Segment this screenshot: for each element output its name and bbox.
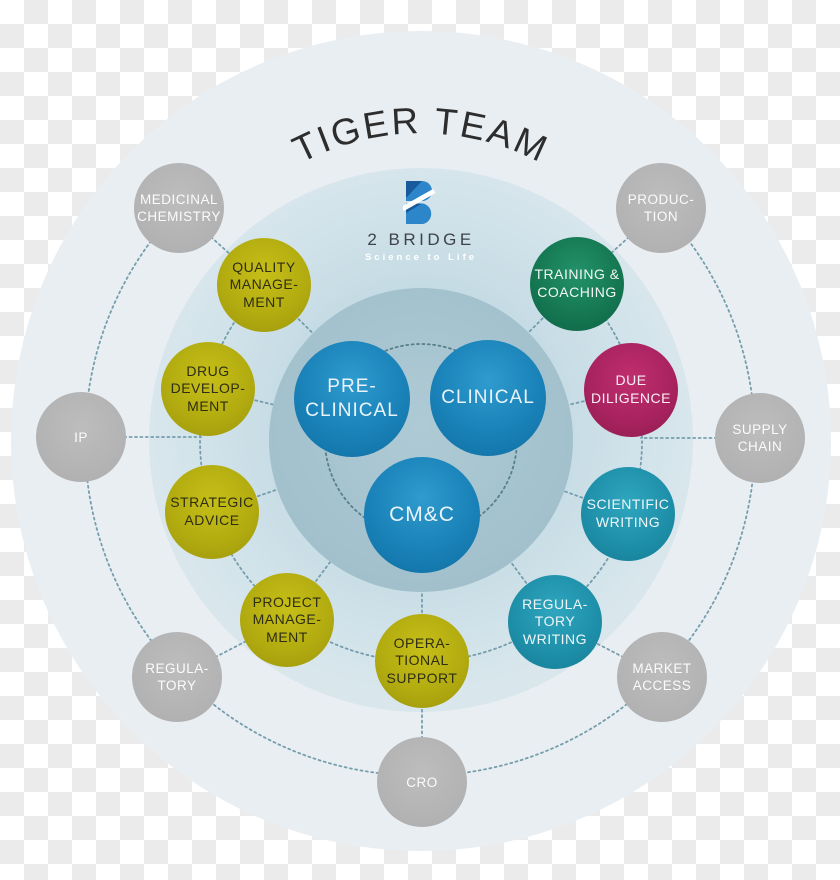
context-circle-supply-chain: SUPPLY CHAIN xyxy=(715,393,805,483)
context-label: CRO xyxy=(406,774,438,790)
service-circle-strategic-advice: STRATEGIC ADVICE xyxy=(165,465,259,559)
2bridge-b-icon xyxy=(403,181,436,224)
context-circle-market-access: MARKET ACCESS xyxy=(617,632,707,722)
context-label: MARKET ACCESS xyxy=(632,661,692,693)
core-label: CM&C xyxy=(389,502,455,526)
service-label: SCIENTIFIC WRITING xyxy=(586,496,670,530)
service-circle-quality-management: QUALITY MANAGE- MENT xyxy=(217,238,311,332)
service-label: DRUG DEVELOP- MENT xyxy=(170,362,246,414)
context-label: PRODUC- TION xyxy=(627,192,695,224)
context-label: MEDICINAL CHEMISTRY xyxy=(137,192,221,224)
service-label: PROJECT MANAGE- MENT xyxy=(252,593,322,645)
service-circle-drug-development: DRUG DEVELOP- MENT xyxy=(161,342,255,436)
service-label: OPERA- TIONAL SUPPORT xyxy=(386,634,458,686)
service-circle-operational-support: OPERA- TIONAL SUPPORT xyxy=(375,614,469,708)
core-circle-clinical: CLINICAL xyxy=(430,340,546,456)
context-circle-cro: CRO xyxy=(377,737,467,827)
service-label: REGULA- TORY WRITING xyxy=(522,595,588,647)
service-circle-project-management: PROJECT MANAGE- MENT xyxy=(240,573,334,667)
core-label: PRE- CLINICAL xyxy=(305,376,399,421)
service-circle-training-coaching: TRAINING & COACHING xyxy=(530,237,624,331)
service-label: DUE DILIGENCE xyxy=(591,372,671,406)
core-circle-cmc: CM&C xyxy=(364,457,480,573)
core-circle-pre-clinical: PRE- CLINICAL xyxy=(294,341,410,457)
context-circle-production: PRODUC- TION xyxy=(616,163,706,253)
service-label: STRATEGIC ADVICE xyxy=(170,494,254,528)
context-circle-regulatory: REGULA- TORY xyxy=(132,632,222,722)
core-label: CLINICAL xyxy=(441,387,535,409)
service-circle-due-diligence: DUE DILIGENCE xyxy=(584,343,678,437)
context-label: IP xyxy=(74,429,88,445)
service-circle-regulatory-writing: REGULA- TORY WRITING xyxy=(508,575,602,669)
context-label: REGULA- TORY xyxy=(145,661,209,693)
service-label: TRAINING & COACHING xyxy=(534,266,620,300)
service-label: QUALITY MANAGE- MENT xyxy=(229,258,299,310)
context-circle-medicinal-chemistry: MEDICINAL CHEMISTRY xyxy=(134,163,224,253)
context-circle-ip: IP xyxy=(36,392,126,482)
context-label: SUPPLY CHAIN xyxy=(732,422,788,454)
brand-name: 2 BRIDGE xyxy=(367,230,475,249)
brand-tagline: Science to Life xyxy=(364,252,478,263)
service-circle-scientific-writing: SCIENTIFIC WRITING xyxy=(581,467,675,561)
